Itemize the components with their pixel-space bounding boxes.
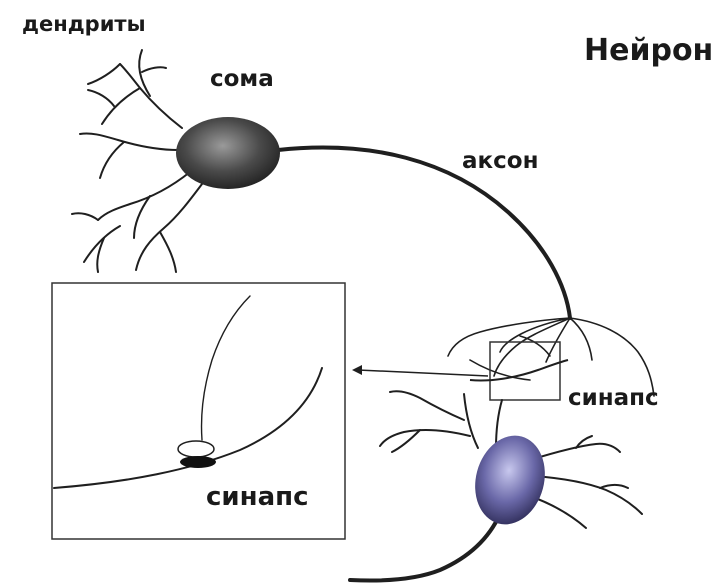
label-synapse-main: синапс (568, 387, 659, 410)
arrow-head (352, 365, 362, 375)
presynaptic-terminal (178, 441, 214, 457)
zoom-connector-arrow (358, 370, 488, 376)
postsynaptic-dendrite (470, 360, 568, 381)
label-dendrites: дендриты (22, 14, 146, 35)
label-synapse-inset: синапс (206, 484, 309, 510)
label-axon: аксон (462, 150, 538, 173)
synaptic-bulb (180, 456, 216, 468)
upper-soma (176, 117, 280, 189)
diagram-title: Нейрон (584, 36, 713, 66)
lower-soma (466, 428, 555, 533)
lower-axon (350, 514, 500, 581)
label-soma: сома (210, 68, 274, 91)
